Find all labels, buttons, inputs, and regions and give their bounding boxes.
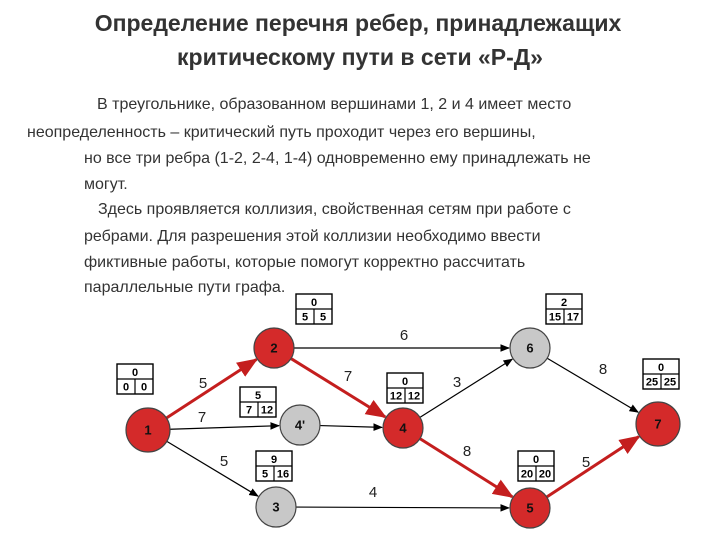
text-line: ребрами. Для разрешения этой коллизии не… bbox=[84, 228, 541, 245]
box-right-value: 17 bbox=[567, 312, 579, 324]
node-1 bbox=[125, 407, 171, 453]
node-4 bbox=[382, 407, 424, 449]
box-top-value: 9 bbox=[271, 454, 277, 466]
text-line: могут. bbox=[84, 176, 128, 193]
box-left-value: 0 bbox=[123, 382, 129, 394]
node-6 bbox=[509, 327, 551, 369]
time-box-4p: 57 12 bbox=[239, 386, 277, 418]
edge-6-7 bbox=[546, 357, 640, 413]
node-label-5: 5 bbox=[526, 501, 533, 516]
node-4p bbox=[279, 404, 321, 446]
text-line: неопределенность – критический путь прох… bbox=[27, 124, 536, 141]
node-3 bbox=[255, 486, 297, 528]
edge-weight-1-3: 5 bbox=[220, 453, 228, 470]
box-top-value: 5 bbox=[255, 390, 261, 402]
box-top-value: 0 bbox=[402, 376, 408, 388]
box-left-value: 5 bbox=[302, 312, 308, 324]
node-label-7: 7 bbox=[654, 417, 661, 432]
node-label-2: 2 bbox=[270, 341, 277, 356]
node-label-1: 1 bbox=[144, 423, 151, 438]
edge-4-6 bbox=[419, 358, 514, 418]
edge-2-4 bbox=[290, 357, 387, 419]
edge-weight-4-6: 3 bbox=[453, 374, 461, 391]
node-7 bbox=[635, 401, 681, 447]
edge-4-5 bbox=[419, 437, 515, 499]
box-top-value: 0 bbox=[658, 362, 664, 374]
edge-1-2 bbox=[165, 358, 259, 420]
node-5 bbox=[509, 487, 551, 529]
box-top-value: 0 bbox=[533, 454, 539, 466]
box-left-value: 5 bbox=[262, 469, 268, 481]
box-left-value: 7 bbox=[246, 405, 252, 417]
text-line: параллельные пути графа. bbox=[84, 279, 286, 296]
edge-weight-1-2: 5 bbox=[199, 375, 207, 392]
edge-1-4p bbox=[169, 422, 280, 430]
page-subtitle: критическому пути в сети «Р-Д» bbox=[177, 44, 543, 70]
edge-weight-2-6: 6 bbox=[400, 327, 408, 344]
text-line: В треугольнике, образованном вершинами 1… bbox=[97, 96, 572, 113]
page-title: Определение перечня ребер, принадлежащих bbox=[94, 10, 622, 36]
time-box-4: 012 12 bbox=[386, 372, 424, 404]
time-box-7: 025 25 bbox=[642, 358, 680, 390]
text-line: фиктивные работы, которые помогут коррек… bbox=[84, 254, 526, 271]
box-right-value: 5 bbox=[320, 312, 326, 324]
node-label-6: 6 bbox=[526, 341, 533, 356]
node-label-3: 3 bbox=[272, 500, 279, 515]
box-left-value: 15 bbox=[549, 312, 561, 324]
box-top-value: 0 bbox=[132, 367, 138, 379]
edge-weight-4-5: 8 bbox=[463, 443, 471, 460]
box-right-value: 12 bbox=[261, 405, 273, 417]
edge-weight-2-4: 7 bbox=[344, 368, 352, 385]
box-left-value: 20 bbox=[521, 469, 533, 481]
box-top-value: 0 bbox=[311, 297, 317, 309]
edge-weight-5-7: 5 bbox=[582, 454, 590, 471]
time-box-6: 215 17 bbox=[545, 293, 583, 325]
text-line: но все три ребра (1-2, 2-4, 1-4) одновре… bbox=[84, 150, 591, 167]
node-label-4p: 4' bbox=[295, 418, 305, 433]
node-label-4: 4 bbox=[399, 421, 407, 436]
box-right-value: 25 bbox=[664, 377, 676, 389]
box-left-value: 12 bbox=[390, 391, 402, 403]
box-left-value: 25 bbox=[646, 377, 658, 389]
edge-3-5 bbox=[295, 504, 510, 512]
box-right-value: 0 bbox=[141, 382, 147, 394]
edge-5-7 bbox=[545, 435, 641, 499]
edge-weight-3-5: 4 bbox=[369, 484, 377, 501]
time-box-3: 95 16 bbox=[255, 450, 293, 482]
time-box-5: 020 20 bbox=[517, 450, 555, 482]
box-right-value: 16 bbox=[277, 469, 289, 481]
edge-4p-4 bbox=[319, 423, 383, 431]
edge-1-3 bbox=[166, 440, 259, 497]
node-2 bbox=[253, 327, 295, 369]
box-right-value: 20 bbox=[539, 469, 551, 481]
edge-weight-1-4p: 7 bbox=[198, 409, 206, 426]
box-top-value: 2 bbox=[561, 297, 567, 309]
box-right-value: 12 bbox=[408, 391, 420, 403]
text-line: Здесь проявляется коллизия, свойственная… bbox=[98, 201, 571, 218]
edge-weight-6-7: 8 bbox=[599, 361, 607, 378]
